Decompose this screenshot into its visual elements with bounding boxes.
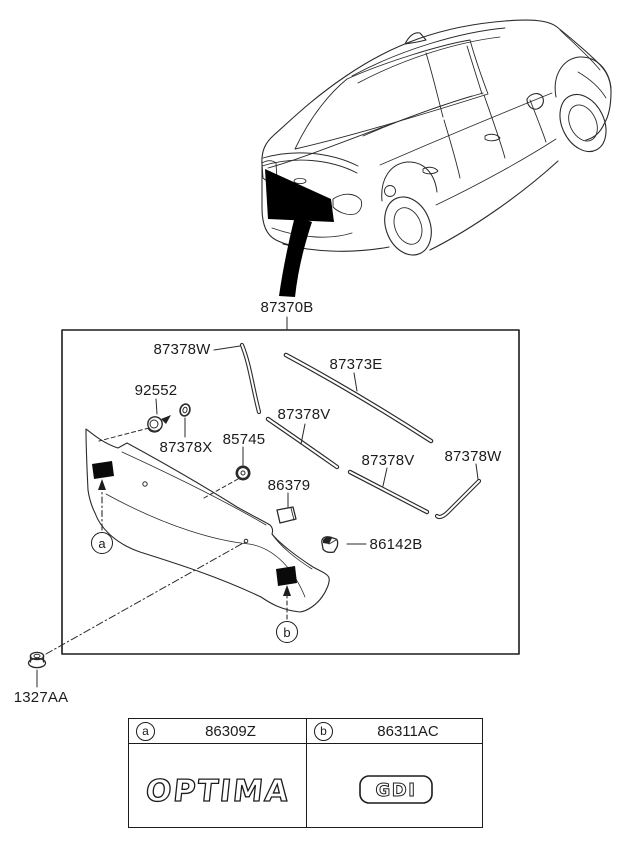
strip-87378W-right xyxy=(434,478,482,520)
gdi-emblem: GDI xyxy=(359,774,433,804)
strip-87378W-left xyxy=(239,342,262,415)
legend-cell-optima: OPTIMA xyxy=(129,744,306,827)
clip-92552-icon xyxy=(147,415,171,433)
pointer-arrow xyxy=(279,216,312,297)
callout-87378V-2: 87378V xyxy=(361,452,415,469)
callout-87378V-1: 87378V xyxy=(277,406,331,423)
gdi-emblem-border xyxy=(359,774,433,804)
legend-marker-a-letter: a xyxy=(142,724,149,738)
leader-lines xyxy=(36,316,479,688)
emblem-legend-table: a 86309Z b 86311AC OPTIMA GDI xyxy=(128,718,483,828)
callout-92552: 92552 xyxy=(134,382,178,399)
emblem-position-a xyxy=(92,461,114,531)
callout-86142B: 86142B xyxy=(369,536,423,553)
grommet-85745-icon xyxy=(235,465,251,481)
legend-cell-gdi: GDI xyxy=(306,744,483,827)
marker-a-circle: a xyxy=(91,532,113,554)
callout-87378X: 87378X xyxy=(159,439,213,456)
callout-87370B: 87370B xyxy=(260,299,314,316)
trunk-garnish-panel xyxy=(85,428,330,613)
callout-87378W-right: 87378W xyxy=(444,448,502,465)
nut-1327AA-icon xyxy=(27,651,47,669)
callout-87373E: 87373E xyxy=(329,356,383,373)
pad-86379-icon xyxy=(276,506,297,524)
marker-b-letter: b xyxy=(283,624,291,640)
vehicle-illustration xyxy=(261,19,612,256)
callout-85745: 85745 xyxy=(222,431,266,448)
legend-partno-86311AC: 86311AC xyxy=(377,722,439,740)
legend-marker-a: a xyxy=(136,721,155,741)
callout-1327AA: 1327AA xyxy=(13,689,69,706)
strip-87378V-1 xyxy=(265,416,340,470)
legend-marker-b-letter: b xyxy=(320,724,327,738)
trunk-garnish-highlight xyxy=(265,168,334,222)
parts-box xyxy=(61,329,520,655)
marker-a-letter: a xyxy=(98,535,106,551)
emblem-position-b xyxy=(276,566,297,620)
callout-86379: 86379 xyxy=(267,477,311,494)
legend-header-a: a 86309Z xyxy=(129,719,306,744)
legend-partno-86309Z: 86309Z xyxy=(205,722,256,740)
strip-87378V-2 xyxy=(347,469,430,515)
marker-b-circle: b xyxy=(276,621,298,643)
optima-emblem-text: OPTIMA xyxy=(144,774,292,809)
legend-marker-b: b xyxy=(314,721,333,741)
strip-87373E xyxy=(283,352,434,444)
grommet-87378X-icon xyxy=(179,403,191,417)
gdi-emblem-text: GDI xyxy=(376,780,417,801)
legend-header-b: b 86311AC xyxy=(306,719,483,744)
callout-87378W-left: 87378W xyxy=(153,341,211,358)
optima-emblem: OPTIMA xyxy=(143,773,292,809)
clip-86142B-icon xyxy=(321,536,339,554)
